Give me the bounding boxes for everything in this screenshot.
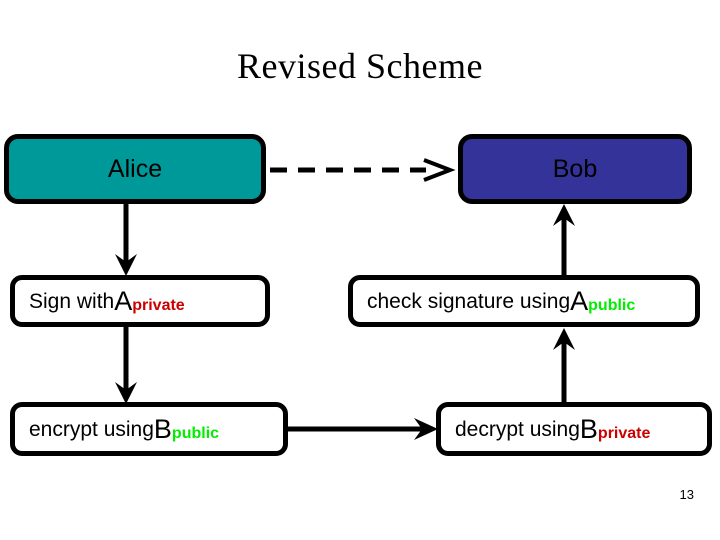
node-alice-label: Alice — [107, 154, 163, 183]
sign-key-subscript: private — [132, 297, 185, 314]
arrow-alice-to-bob — [270, 158, 456, 182]
arrow-encrypt-to-decrypt — [286, 418, 438, 440]
arrow-sign-to-encrypt — [115, 326, 137, 404]
decrypt-key-letter: B — [579, 413, 598, 444]
sign-key-letter: A — [114, 285, 133, 316]
node-alice[interactable]: Alice — [4, 134, 266, 204]
arrow-check-to-bob — [553, 204, 575, 278]
decrypt-text: decrypt using — [455, 417, 580, 441]
arrow-alice-to-sign — [115, 202, 137, 276]
encrypt-key-letter: B — [153, 413, 172, 444]
arrow-decrypt-to-check — [553, 328, 575, 404]
node-bob[interactable]: Bob — [458, 134, 692, 204]
decrypt-key-subscript: private — [597, 425, 651, 442]
node-bob-label: Bob — [552, 154, 598, 183]
check-key-letter: A — [570, 285, 589, 316]
sign-text: Sign with — [29, 289, 115, 313]
encrypt-key-subscript: public — [171, 425, 220, 442]
page-number: 13 — [679, 487, 694, 502]
page-title: Revised Scheme — [237, 46, 483, 86]
check-text: check signature using — [367, 289, 571, 313]
encrypt-text: encrypt using — [29, 417, 154, 441]
check-key-subscript: public — [588, 297, 636, 314]
